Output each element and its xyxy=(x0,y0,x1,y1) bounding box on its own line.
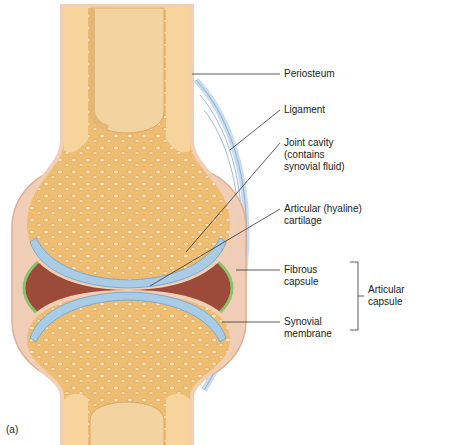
label-text: Fibrous capsule xyxy=(284,264,318,287)
label-text: Ligament xyxy=(284,104,325,115)
lower-bone xyxy=(25,292,232,445)
part-label: Joint cavity (contains synovial fluid) xyxy=(284,137,362,173)
cartilage-drawing xyxy=(30,238,226,288)
part-label: Periosteum xyxy=(284,68,374,80)
label-text: Articular (hyaline) cartilage xyxy=(284,203,362,226)
part-label: Ligament xyxy=(284,104,374,116)
part-label: Articular (hyaline) cartilage xyxy=(284,203,376,227)
group-label: Articular capsule xyxy=(368,284,428,308)
upper-bone xyxy=(25,6,232,288)
label-text: Joint cavity (contains synovial fluid) xyxy=(284,137,345,172)
bracket xyxy=(350,262,364,330)
label-text: Periosteum xyxy=(284,68,335,79)
cartilage-drawing xyxy=(30,292,226,342)
leader-lines xyxy=(150,74,280,322)
panel-letter: (a) xyxy=(6,424,36,436)
label-text: Articular capsule xyxy=(368,284,405,307)
label-text: Synovial membrane xyxy=(284,316,332,339)
part-label: Fibrous capsule xyxy=(284,264,346,288)
label-text: (a) xyxy=(6,424,18,435)
part-label: Synovial membrane xyxy=(284,316,346,340)
